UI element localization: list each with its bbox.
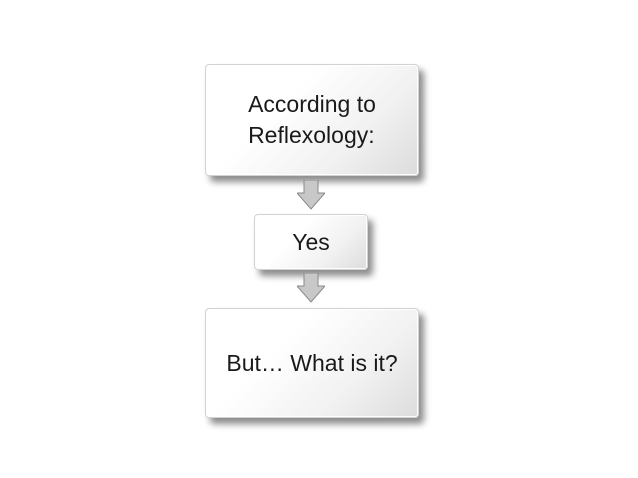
flow-step-according-to-reflexology: According to Reflexology: [205, 64, 419, 176]
down-arrow-icon [297, 273, 325, 303]
flow-step-label: Yes [292, 228, 330, 255]
flow-step-yes: Yes [254, 214, 368, 270]
down-arrow-icon [297, 180, 325, 210]
flow-step-what-is-it: But… What is it? [205, 308, 419, 418]
flow-step-label: But… What is it? [226, 349, 398, 376]
flow-step-label: According to Reflexology: [248, 91, 376, 148]
